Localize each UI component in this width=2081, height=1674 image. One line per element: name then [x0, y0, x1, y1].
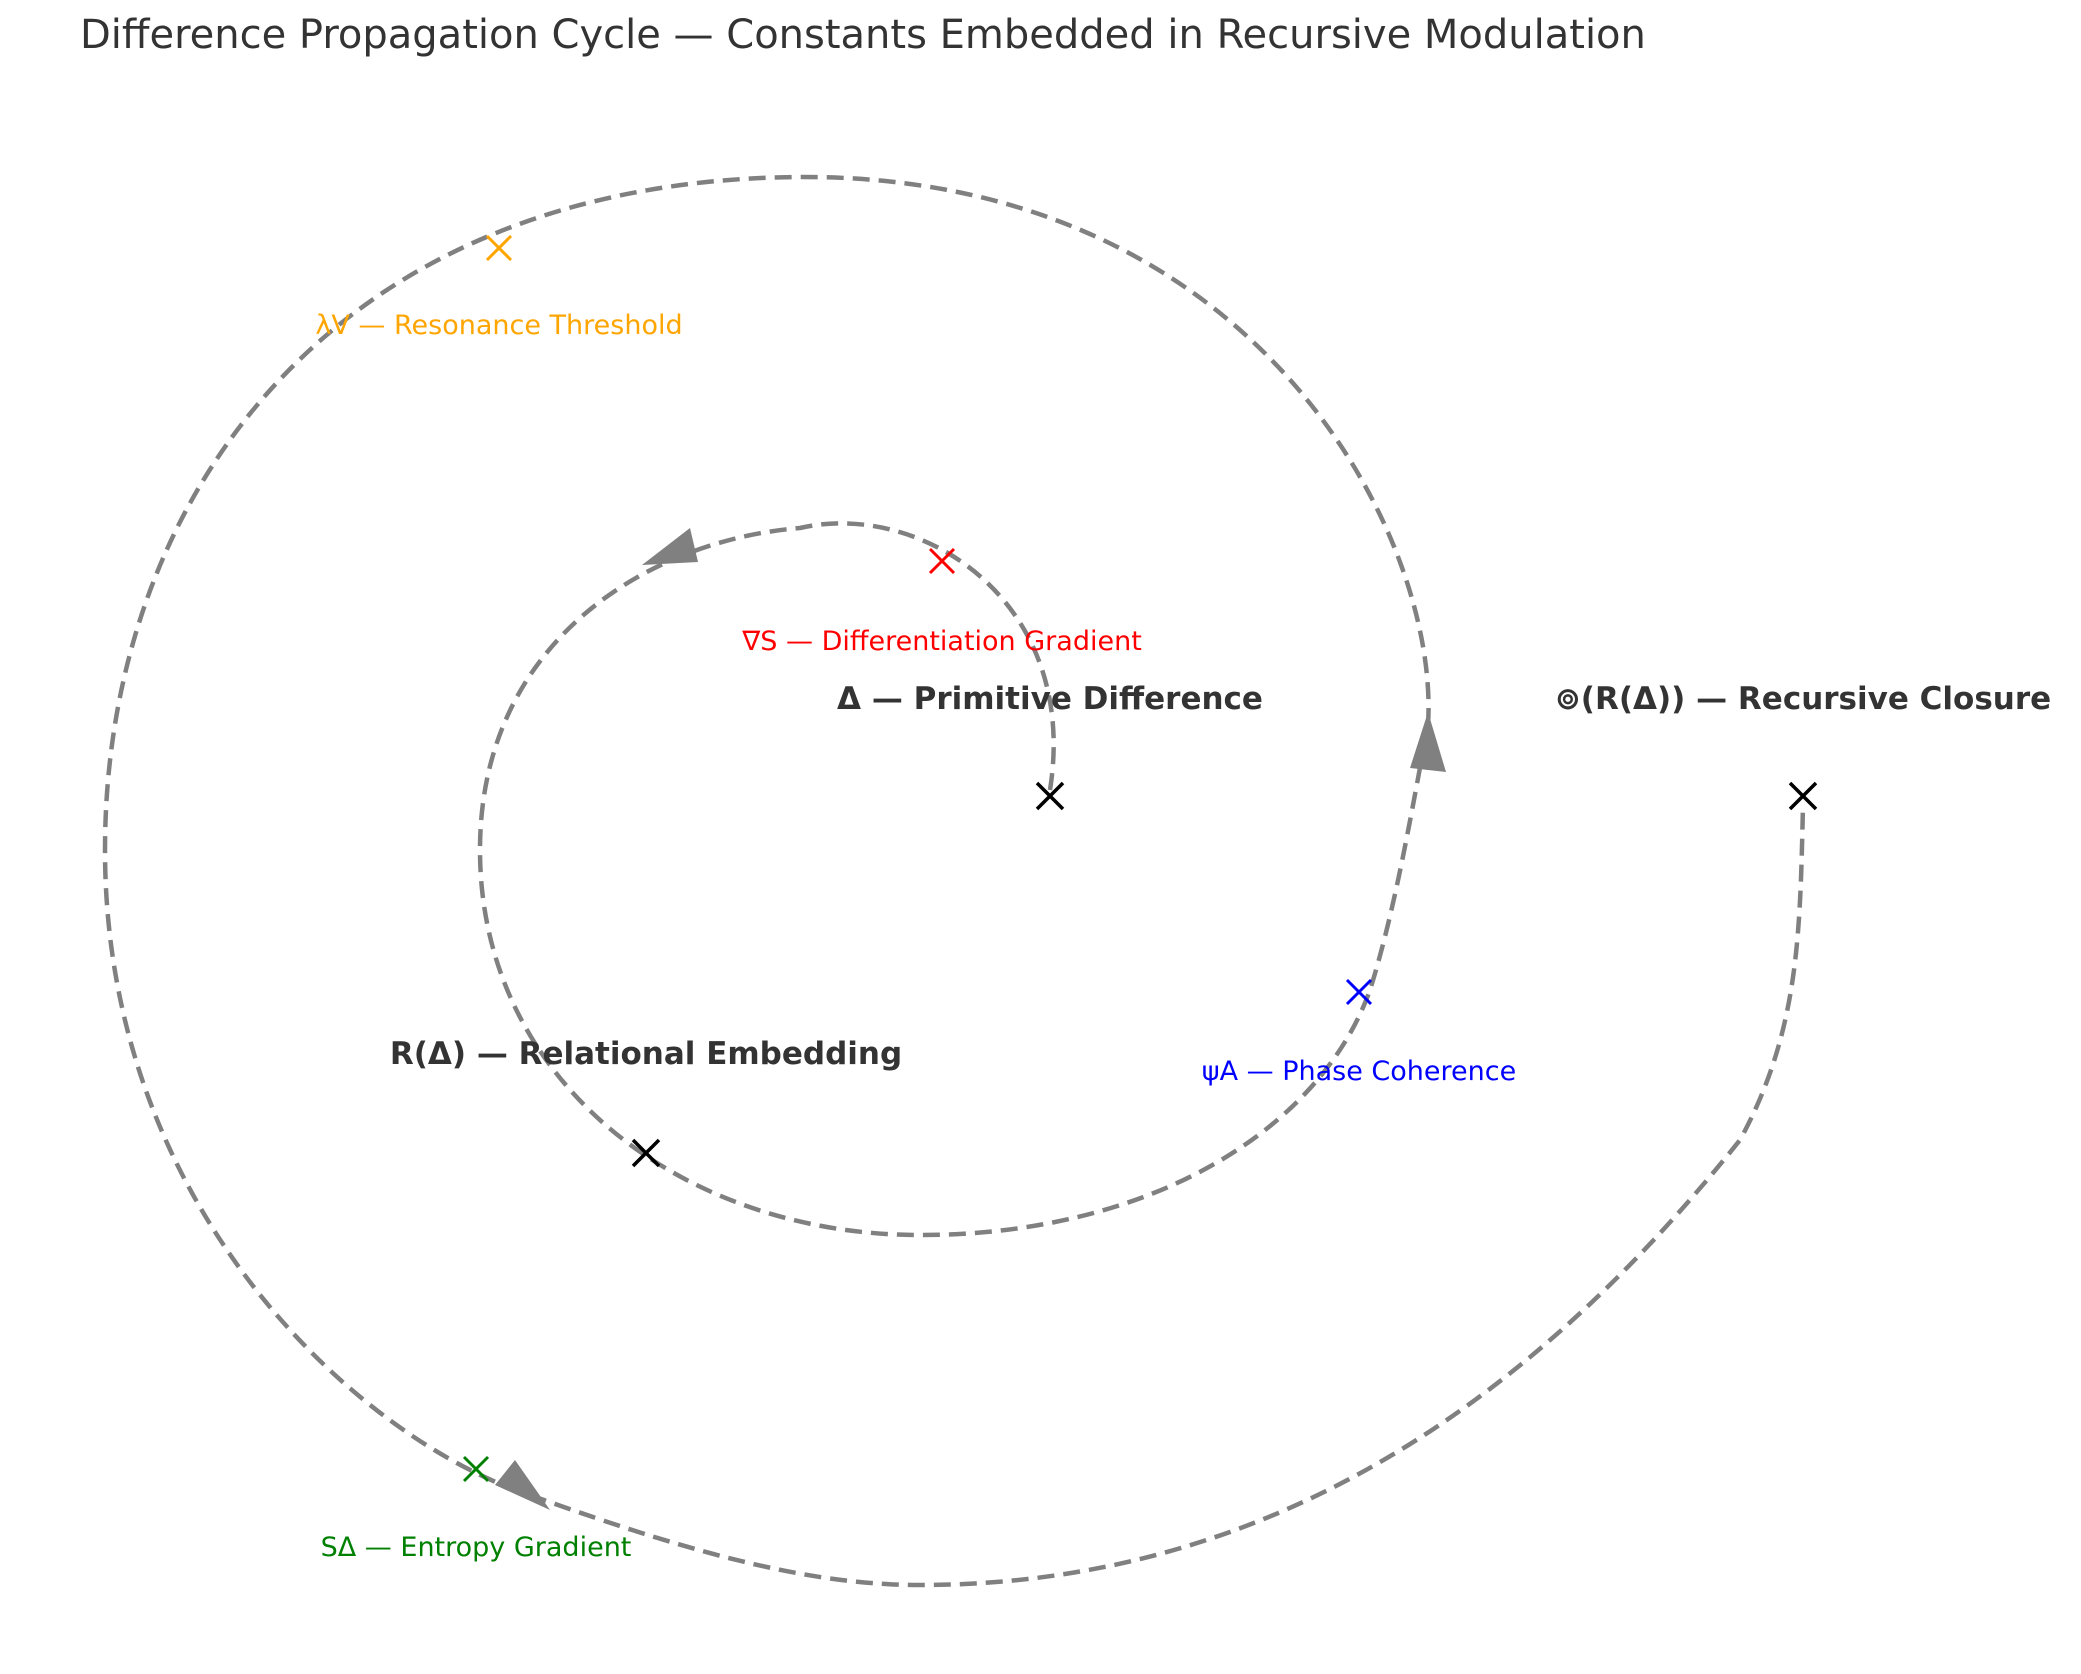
- spiral-outer-segment: [102, 174, 1431, 1498]
- arrowhead-inner: [642, 528, 698, 565]
- diagram-title: Difference Propagation Cycle — Constants…: [80, 12, 1646, 58]
- constant-label-s-delta: SΔ — Entropy Gradient: [321, 1532, 632, 1563]
- constant-label-grad-s: ∇S — Differentiation Gradient: [741, 626, 1142, 657]
- node-label-closure: ⊚(R(Δ)) — Recursive Closure: [1555, 681, 2051, 717]
- spiral-path: [102, 174, 1806, 1588]
- constant-label-psi-a: ψA — Phase Coherence: [1202, 1056, 1516, 1087]
- node-marker-relational: [631, 1138, 661, 1168]
- node-label-relational: R(Δ) — Relational Embedding: [390, 1036, 902, 1072]
- node-marker-closure: [1788, 781, 1818, 811]
- constant-marker-lambda-v: [485, 234, 513, 262]
- arrowhead-outer: [495, 1460, 550, 1510]
- spiral-closing-segment: [529, 804, 1806, 1588]
- node-marker-delta: [1035, 781, 1065, 811]
- arrowhead-middle: [1410, 712, 1446, 772]
- constant-marker-grad-s: [928, 547, 956, 575]
- node-label-delta: Δ — Primitive Difference: [837, 681, 1263, 717]
- constant-markers: ∇S — Differentiation Gradient ψA — Phase…: [315, 234, 1516, 1563]
- constant-marker-s-delta: [462, 1455, 490, 1483]
- spiral-inner-segment: [477, 521, 1431, 1238]
- constant-marker-psi-a: [1345, 978, 1373, 1006]
- primary-nodes: Δ — Primitive Difference R(Δ) — Relation…: [390, 681, 2051, 1168]
- constant-label-lambda-v: λV — Resonance Threshold: [315, 310, 682, 341]
